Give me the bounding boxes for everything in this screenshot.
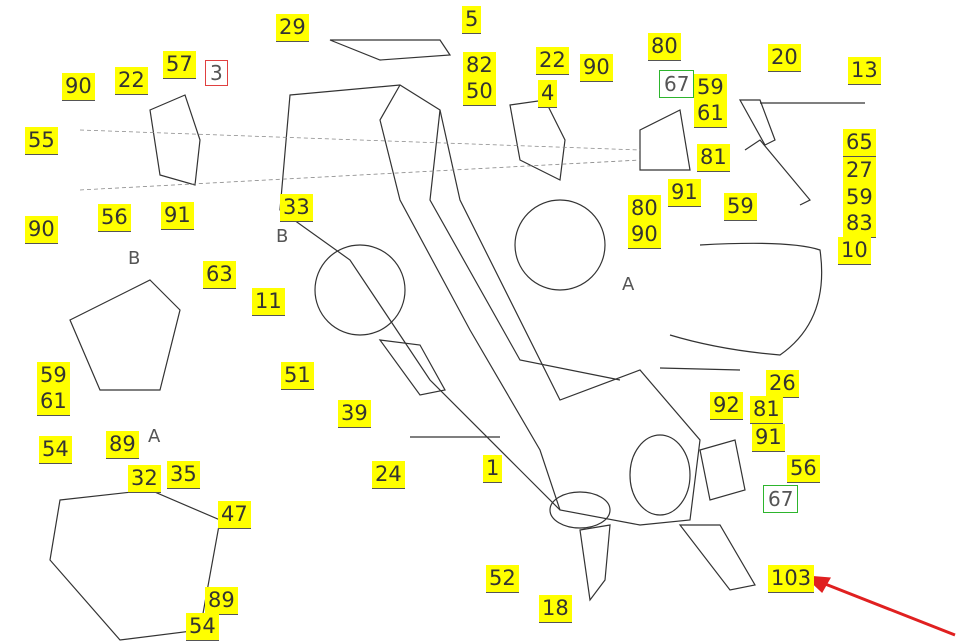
part-label[interactable]: 13 (848, 57, 881, 85)
part-label[interactable]: 1 (483, 455, 503, 483)
part-label[interactable]: 10 (838, 237, 871, 265)
main-frame (279, 84, 701, 529)
part-label[interactable]: 33 (280, 194, 313, 222)
part-label[interactable]: 47 (218, 501, 251, 529)
part-label[interactable]: 90 (628, 221, 661, 249)
plate-part-39 (378, 339, 446, 396)
part-label[interactable]: 5 (462, 6, 482, 34)
part-label[interactable]: 4 (538, 80, 558, 108)
part-label-highlighted[interactable]: 67 (659, 70, 695, 98)
part-label[interactable]: 81 (697, 144, 730, 172)
part-label[interactable]: 54 (39, 436, 72, 464)
part-label[interactable]: 90 (62, 73, 95, 101)
plate-part-4 (509, 99, 566, 181)
red-arrow (803, 575, 956, 637)
cover-part-10 (669, 242, 823, 356)
part-label[interactable]: 91 (668, 179, 701, 207)
part-label[interactable]: 89 (205, 587, 238, 615)
part-label[interactable]: 65 (843, 129, 876, 157)
bracket-part-20 (738, 99, 776, 146)
detail-title-b: B (128, 248, 141, 269)
part-label[interactable]: 35 (167, 461, 200, 489)
part-label[interactable]: 52 (486, 565, 519, 593)
part-label[interactable]: 91 (752, 424, 785, 452)
part-label[interactable]: 59 (843, 184, 876, 212)
part-label[interactable]: 54 (186, 613, 219, 641)
part-label[interactable]: 59 (37, 362, 70, 390)
part-label[interactable]: 80 (648, 33, 681, 61)
plate-part-3 (149, 94, 201, 186)
detail-circle-b (314, 244, 406, 336)
part-label[interactable]: 20 (768, 44, 801, 72)
part-label[interactable]: 55 (25, 127, 58, 155)
part-label[interactable]: 80 (628, 195, 661, 223)
part-label[interactable]: 56 (98, 204, 131, 232)
part-label[interactable]: 51 (281, 362, 314, 390)
ubolt-part-27 (744, 139, 811, 206)
part-label[interactable]: 50 (463, 78, 496, 106)
part-label[interactable]: 90 (580, 54, 613, 82)
assembly-lines (79, 129, 641, 191)
rod-part-26 (659, 367, 741, 371)
part-label[interactable]: 11 (252, 288, 285, 316)
part-label[interactable]: 91 (161, 202, 194, 230)
part-label[interactable]: 59 (694, 74, 727, 102)
part-label[interactable]: 22 (115, 67, 148, 95)
part-label[interactable]: 89 (106, 431, 139, 459)
part-label[interactable]: 59 (724, 193, 757, 221)
plate-part-18 (579, 524, 611, 602)
part-label[interactable]: 63 (203, 261, 236, 289)
part-label[interactable]: 90 (25, 216, 58, 244)
detail-marker-a: A (622, 274, 635, 295)
part-label[interactable]: 24 (372, 461, 405, 489)
part-label-target[interactable]: 103 (768, 565, 815, 593)
part-label[interactable]: 81 (750, 396, 783, 424)
part-label[interactable]: 82 (463, 52, 496, 80)
blade-part-103 (678, 524, 756, 591)
part-label[interactable]: 32 (128, 465, 161, 493)
detail-b-view (69, 279, 181, 391)
part-label[interactable]: 27 (843, 157, 876, 185)
part-label-reference[interactable]: 3 (205, 60, 228, 86)
detail-title-a: A (148, 426, 161, 447)
cover-part-5 (329, 39, 452, 61)
part-label-highlighted[interactable]: 67 (763, 485, 799, 513)
part-label[interactable]: 26 (766, 370, 799, 398)
part-label[interactable]: 18 (539, 595, 572, 623)
part-label[interactable]: 57 (163, 51, 196, 79)
part-label[interactable]: 29 (276, 14, 309, 42)
bearing-part-67b (699, 439, 746, 501)
part-label[interactable]: 56 (787, 455, 820, 483)
part-label[interactable]: 22 (536, 47, 569, 75)
part-label[interactable]: 61 (694, 100, 727, 128)
bearing-part-67 (639, 109, 691, 171)
part-label[interactable]: 83 (843, 210, 876, 238)
part-label[interactable]: 39 (338, 400, 371, 428)
detail-marker-b: B (276, 226, 289, 247)
detail-circle-a (514, 199, 606, 291)
part-label[interactable]: 61 (37, 388, 70, 416)
part-label[interactable]: 92 (710, 392, 743, 420)
